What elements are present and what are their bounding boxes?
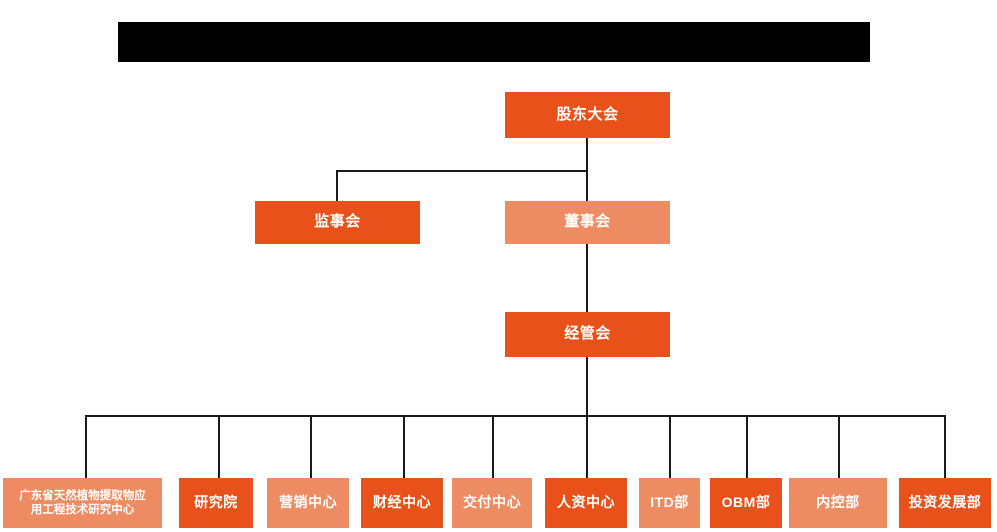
node-internal-control-department[interactable]: 内控部 [789,478,887,528]
node-investment-development-department[interactable]: 投资发展部 [899,478,991,528]
connector-department-bus [85,415,945,417]
connector-drop-internal-control-department [838,415,840,478]
connector-directors-to-management [586,243,588,312]
connector-drop-human-resources-center [586,415,588,478]
node-itd-department[interactable]: ITD部 [639,478,700,528]
connector-drop-itd-department [669,415,671,478]
node-finance-center[interactable]: 财经中心 [361,478,443,528]
connector-drop-finance-center [403,415,405,478]
node-label-line2: 用工程技术研究中心 [30,504,135,516]
node-marketing-center[interactable]: 营销中心 [267,478,349,528]
node-board-of-directors[interactable]: 董事会 [505,201,670,244]
node-guangdong-research-center-text: 广东省天然植物提取物应 用工程技术研究中心 [19,489,146,518]
connector-drop-delivery-center [492,415,494,478]
connector-drop-guangdong-research-center [85,415,87,478]
node-label-line1: 广东省天然植物提取物应 [19,489,146,502]
connector-drop-research-institute [218,415,220,478]
node-guangdong-research-center[interactable]: 广东省天然植物提取物应 用工程技术研究中心 [3,478,162,528]
node-obm-department[interactable]: OBM部 [710,478,782,528]
node-research-institute[interactable]: 研究院 [179,478,253,528]
node-shareholders-meeting[interactable]: 股东大会 [505,92,670,138]
connector-management-to-bus [586,357,588,416]
connector-drop-investment-development-department [944,415,946,478]
node-human-resources-center[interactable]: 人资中心 [545,478,627,528]
connector-split-bar-level2 [336,170,588,172]
connector-shareholders-to-split [586,138,588,171]
redacted-title-bar [118,22,870,62]
connector-drop-obm-department [746,415,748,478]
node-management-committee[interactable]: 经管会 [505,312,670,357]
node-delivery-center[interactable]: 交付中心 [452,478,532,528]
connector-split-to-supervisors [336,170,338,201]
connector-split-to-directors [586,170,588,201]
node-board-of-supervisors[interactable]: 监事会 [255,201,420,244]
connector-drop-marketing-center [310,415,312,478]
